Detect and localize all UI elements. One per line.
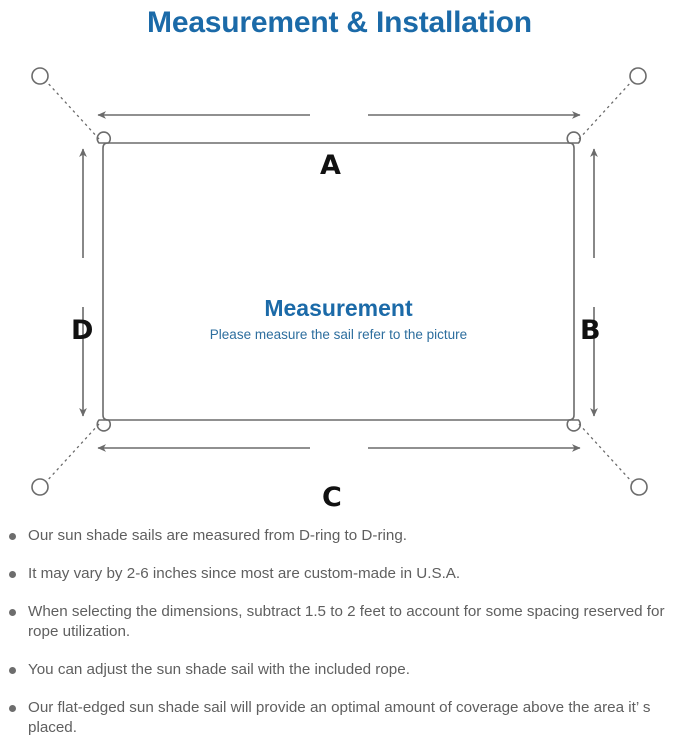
dimension-label-c: C [322, 482, 342, 513]
d-ring-top-right [566, 131, 581, 144]
dimension-label-d: D [71, 315, 94, 346]
note-text: Our flat-edged sun shade sail will provi… [28, 699, 651, 736]
anchor-post-bottom-left [31, 478, 49, 496]
rope-bottom-left [45, 423, 100, 483]
diagram-svg [31, 67, 648, 496]
note-text: You can adjust the sun shade sail with t… [28, 661, 410, 678]
measurement-diagram: Measurement Please measure the sail refe… [0, 52, 679, 517]
d-ring-top-left [96, 131, 111, 144]
list-item: It may vary by 2-6 inches since most are… [0, 564, 679, 584]
list-item: Our flat-edged sun shade sail will provi… [0, 698, 679, 738]
list-item: Our sun shade sails are measured from D-… [0, 526, 679, 546]
anchor-post-top-right [629, 67, 647, 85]
page-title: Measurement & Installation [147, 6, 532, 39]
anchor-post-bottom-right [630, 478, 648, 496]
bullet-icon [9, 667, 16, 674]
note-text: Our sun shade sails are measured from D-… [28, 527, 407, 544]
list-item: When selecting the dimensions, subtract … [0, 602, 679, 642]
dimension-label-a: A [320, 150, 341, 181]
note-text: When selecting the dimensions, subtract … [28, 603, 665, 640]
d-ring-bottom-right [566, 419, 581, 432]
sail-rectangle [102, 142, 575, 421]
bullet-icon [9, 609, 16, 616]
anchor-post-top-left [31, 67, 49, 85]
notes-list: Our sun shade sails are measured from D-… [0, 526, 679, 738]
bullet-icon [9, 571, 16, 578]
note-text: It may vary by 2-6 inches since most are… [28, 565, 461, 582]
rope-top-right [578, 80, 633, 140]
list-item: You can adjust the sun shade sail with t… [0, 660, 679, 680]
dimension-label-b: B [580, 315, 601, 346]
d-ring-bottom-left [96, 419, 111, 432]
rope-bottom-right [578, 423, 633, 483]
bullet-icon [9, 705, 16, 712]
rope-top-left [45, 80, 100, 140]
bullet-icon [9, 533, 16, 540]
